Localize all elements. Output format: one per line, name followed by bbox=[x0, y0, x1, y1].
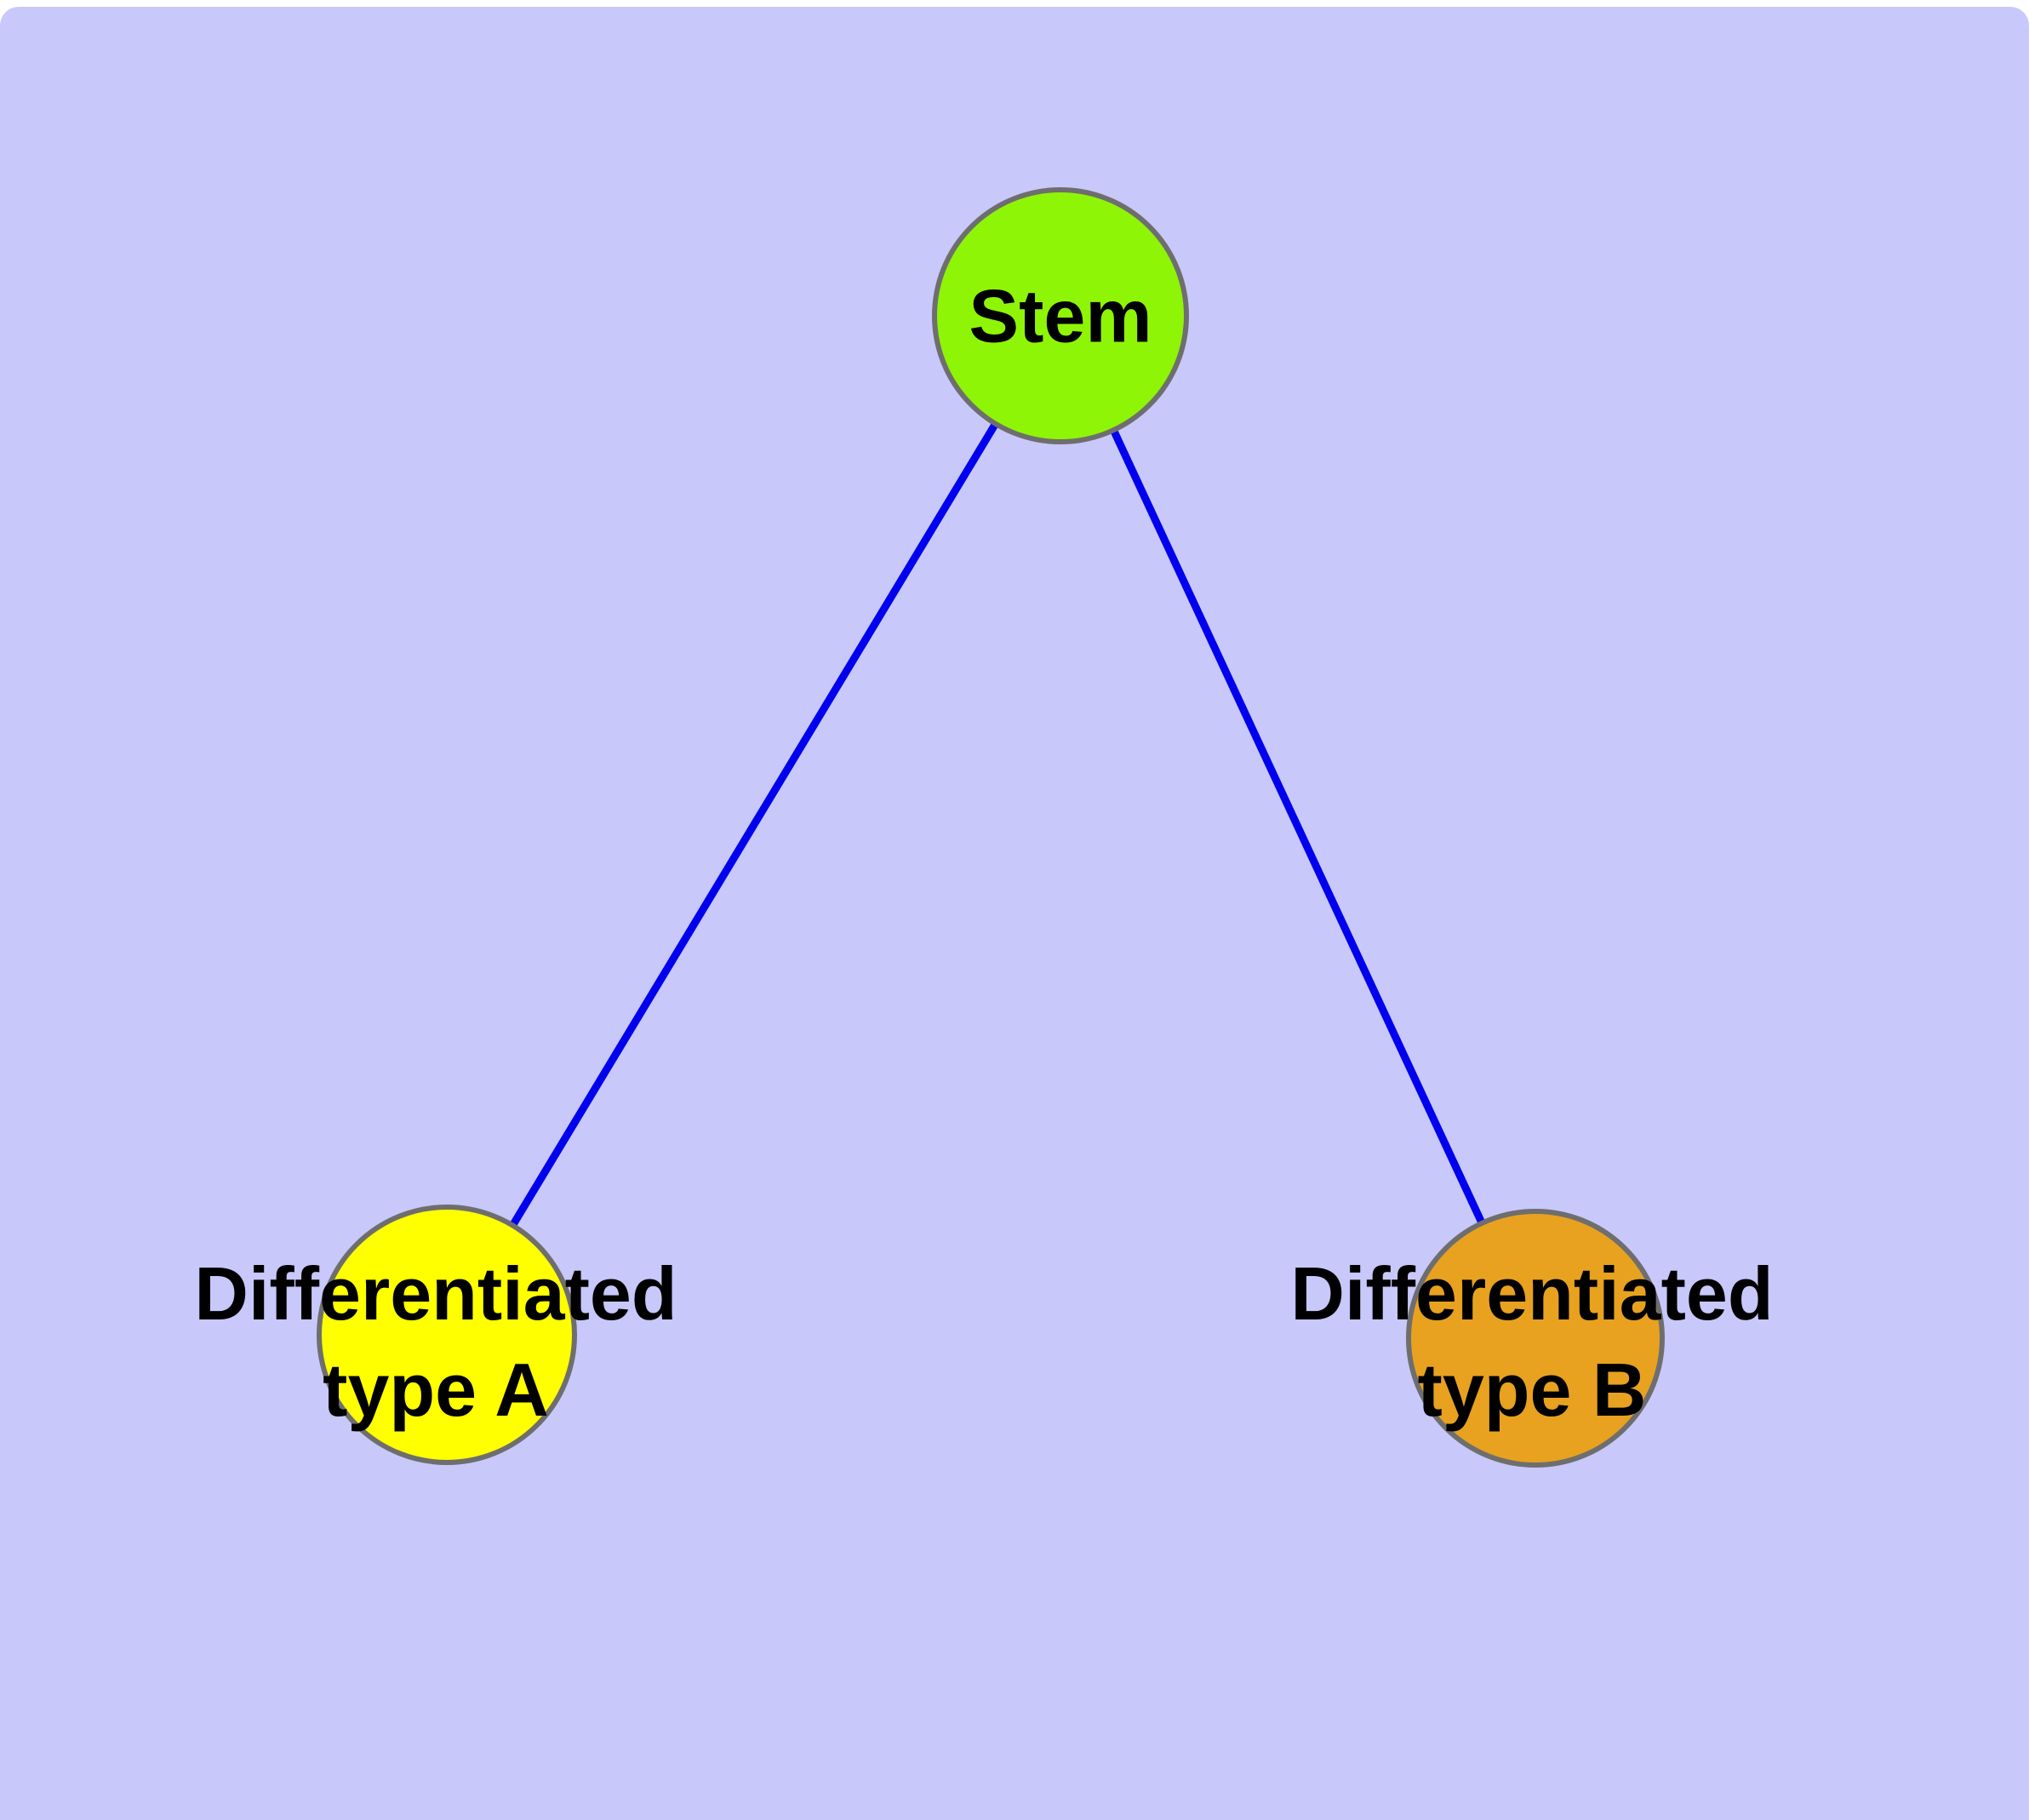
node-typeB-label-line1: Differentiated bbox=[1290, 1251, 1774, 1336]
node-typeA-label: Differentiated type A bbox=[194, 1245, 677, 1438]
node-typeB-label: Differentiated type B bbox=[1290, 1245, 1773, 1438]
node-stem-label: Stem bbox=[969, 268, 1152, 364]
diagram-canvas: Stem Differentiated type A Differentiate… bbox=[0, 7, 2029, 1820]
edge-stem-to-typeA bbox=[443, 313, 1064, 1337]
node-typeA-label-line2: type A bbox=[323, 1348, 549, 1432]
node-stem-circle bbox=[932, 187, 1189, 444]
node-typeA-circle bbox=[317, 1205, 577, 1465]
node-typeB-label-line2: type B bbox=[1417, 1348, 1647, 1432]
node-stem-label-line: Stem bbox=[969, 273, 1152, 358]
node-typeB-circle bbox=[1406, 1209, 1665, 1468]
node-typeA-label-line1: Differentiated bbox=[194, 1251, 677, 1336]
graph-svg bbox=[317, 187, 1665, 1468]
edge-stem-to-typeB bbox=[1056, 314, 1540, 1340]
